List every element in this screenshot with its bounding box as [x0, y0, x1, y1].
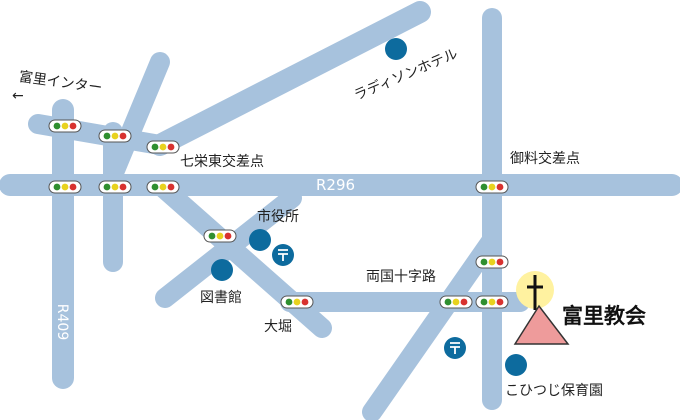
traffic-light-icon	[280, 295, 314, 309]
traffic-light-icon	[475, 180, 509, 194]
circle-marker-icon	[249, 229, 271, 251]
ryogoku-label: 両国十字路	[366, 269, 436, 285]
road-to-hotel	[149, 1, 431, 156]
road-southwest	[362, 230, 502, 420]
ohori-label: 大堀	[264, 319, 292, 335]
traffic-light-icon	[48, 180, 82, 194]
library-label: 図書館	[200, 290, 242, 306]
traffic-light-icon	[203, 229, 237, 243]
church-title: 富里教会	[562, 304, 646, 328]
church	[513, 271, 570, 345]
r409-label: R409	[54, 303, 71, 341]
traffic-light-icon	[475, 255, 509, 269]
traffic-light-icon	[98, 129, 132, 143]
city-hall-label: 市役所	[257, 209, 299, 225]
circle-marker-icon	[385, 38, 407, 60]
traffic-light-icon	[146, 180, 180, 194]
traffic-light-icon	[475, 295, 509, 309]
circle-marker-icon	[211, 259, 233, 281]
post-office-icon	[272, 244, 294, 266]
post-office-icon	[444, 337, 466, 359]
traffic-light-icon	[48, 119, 82, 133]
traffic-light-icon	[98, 180, 132, 194]
road-city-diagonal-up	[155, 188, 302, 308]
traffic-light-icon	[146, 140, 180, 154]
misato-cross-label: 御料交差点	[510, 151, 580, 167]
shichiei-label: 七栄東交差点	[180, 154, 264, 170]
arrow-label: ←	[12, 88, 24, 104]
church-roof-icon	[513, 304, 570, 345]
cross-icon	[527, 275, 543, 310]
traffic-light-icon	[439, 295, 473, 309]
circle-marker-icon	[505, 354, 527, 376]
road-left-diagonal	[103, 52, 170, 185]
nursery-label: こひつじ保育園	[505, 383, 603, 399]
r296-label: R296	[316, 176, 356, 194]
